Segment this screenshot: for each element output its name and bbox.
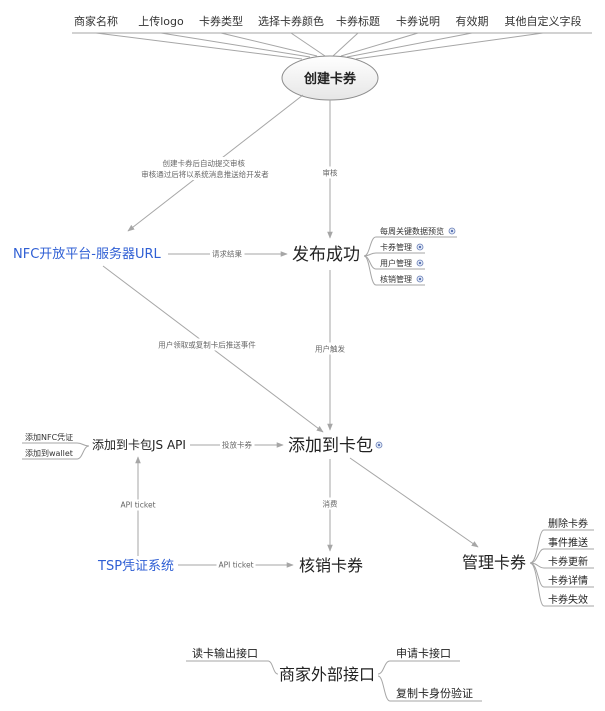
merchant-api-item-apply-card: 申请卡接口 bbox=[396, 647, 451, 660]
merchant-api-label: 商家外部接口 bbox=[279, 665, 375, 684]
nfc-server-url-node: NFC开放平台-服务器URL bbox=[13, 246, 162, 262]
edge-label-background bbox=[320, 497, 340, 510]
branch-marker-dot bbox=[418, 245, 422, 249]
js-api-branch-0 bbox=[76, 442, 90, 447]
publish-item-user-management: 用户管理 bbox=[380, 258, 412, 268]
manage-item-invalidate: 卡券失效 bbox=[548, 593, 588, 606]
edge-label-background bbox=[313, 342, 348, 355]
js-api-node-group: 添加到卡包JS API 添加NFC凭证 添加到wallet bbox=[22, 432, 186, 460]
field-card-type: 卡券类型 bbox=[199, 14, 243, 28]
field-card-color: 选择卡券颜色 bbox=[258, 14, 324, 28]
edge-label-background bbox=[216, 559, 256, 571]
manage-branch-3 bbox=[529, 562, 545, 588]
edge-label-background bbox=[320, 166, 340, 179]
connector-field-7 bbox=[355, 32, 544, 60]
field-card-description: 卡券说明 bbox=[396, 14, 440, 28]
edge-label-push-event: 用户领取或复制卡后推送事件 bbox=[158, 340, 256, 350]
manage-branch-1 bbox=[529, 548, 545, 564]
manage-card-label: 管理卡券 bbox=[462, 553, 526, 572]
field-validity: 有效期 bbox=[456, 14, 489, 28]
publish-item-weekly-data: 每周关键数据预览 bbox=[380, 226, 444, 236]
edge-label-create-to-nfc-line1: 创建卡券后自动提交审核 bbox=[163, 158, 246, 168]
connector-field-4 bbox=[332, 32, 359, 57]
edge-label-user-trigger: 用户触发 bbox=[315, 344, 345, 354]
merchant-api-item-read-card: 读卡输出接口 bbox=[192, 646, 258, 660]
edge-add-to-manage bbox=[349, 457, 479, 548]
manage-branch-4 bbox=[529, 562, 545, 607]
publish-branch-3 bbox=[363, 255, 377, 286]
edge-label-create-to-nfc: 创建卡券后自动提交审核 审核通过后将以系统消息推送给开发者 bbox=[141, 158, 269, 179]
manage-item-details: 卡券详情 bbox=[548, 574, 588, 587]
edge-label-request-result: 请求结果 bbox=[212, 249, 242, 259]
edge-label-background bbox=[210, 247, 245, 260]
manage-branch-0 bbox=[529, 529, 545, 564]
add-to-wallet-node-group: 添加到卡包 bbox=[288, 436, 383, 456]
top-fields-group: 商家名称 上传logo 卡券类型 选择卡券颜色 卡券标题 卡券说明 有效期 其他… bbox=[72, 14, 592, 60]
field-merchant-name: 商家名称 bbox=[74, 14, 118, 28]
edge-label-api-ticket-2: API ticket bbox=[218, 561, 253, 570]
publish-node-group: 发布成功 每周关键数据预览 卡券管理 用户管理 核销管理 bbox=[292, 226, 457, 286]
publish-item-card-management: 卡券管理 bbox=[380, 242, 412, 252]
merchant-api-branch-2 bbox=[377, 675, 391, 702]
edge-label-consume: 消费 bbox=[323, 499, 338, 509]
branch-marker-dot bbox=[377, 443, 381, 447]
connector-field-5 bbox=[340, 32, 419, 57]
branch-marker-dot bbox=[418, 261, 422, 265]
connector-field-0 bbox=[95, 32, 303, 60]
add-to-wallet-label: 添加到卡包 bbox=[288, 436, 373, 456]
branch-marker-dot bbox=[450, 229, 454, 233]
manage-item-update: 卡券更新 bbox=[548, 555, 588, 568]
create-card-node: 创建卡券 bbox=[281, 55, 379, 101]
connector-field-2 bbox=[220, 32, 318, 57]
edge-label-background bbox=[156, 338, 259, 351]
publish-success-label: 发布成功 bbox=[292, 245, 360, 265]
connector-field-6 bbox=[346, 32, 473, 58]
edge-label-background bbox=[220, 438, 255, 451]
field-card-title: 卡券标题 bbox=[336, 14, 380, 28]
branch-marker-icon bbox=[416, 259, 424, 267]
edges-group: 创建卡券后自动提交审核 审核通过后将以系统消息推送给开发者 审核 请求结果 用户… bbox=[102, 94, 479, 571]
edge-label-background bbox=[118, 499, 158, 511]
edge-label-api-ticket-1: API ticket bbox=[120, 501, 155, 510]
edge-label-background bbox=[139, 157, 272, 180]
js-api-item-add-wallet: 添加到wallet bbox=[25, 448, 73, 458]
redeem-card-node: 核销卡券 bbox=[299, 556, 363, 575]
publish-item-redeem-management: 核销管理 bbox=[380, 274, 412, 284]
branch-marker-icon bbox=[375, 441, 383, 449]
field-upload-logo: 上传logo bbox=[138, 15, 184, 28]
connector-field-1 bbox=[160, 32, 311, 58]
manage-item-event-push: 事件推送 bbox=[548, 536, 588, 549]
js-api-branch-1 bbox=[76, 445, 90, 460]
connector-field-3 bbox=[290, 32, 326, 57]
branch-marker-dot bbox=[418, 277, 422, 281]
js-api-label: 添加到卡包JS API bbox=[92, 438, 186, 452]
edge-label-create-to-nfc-line2: 审核通过后将以系统消息推送给开发者 bbox=[141, 169, 269, 179]
edge-label-review: 审核 bbox=[323, 168, 338, 178]
js-api-item-add-nfc: 添加NFC凭证 bbox=[25, 432, 73, 442]
edge-label-distribute: 投放卡券 bbox=[222, 440, 252, 450]
merchant-api-item-copy-verify: 复制卡身份验证 bbox=[396, 686, 473, 700]
create-card-label: 创建卡券 bbox=[303, 71, 357, 87]
merchant-api-group: 商家外部接口 读卡输出接口 申请卡接口 复制卡身份验证 bbox=[186, 646, 482, 702]
merchant-api-branch-0 bbox=[267, 660, 279, 675]
branch-marker-icon bbox=[416, 243, 424, 251]
merchant-api-branch-1 bbox=[377, 660, 391, 675]
manage-item-delete: 删除卡券 bbox=[548, 517, 588, 530]
manage-card-node-group: 管理卡券 删除卡券 事件推送 卡券更新 卡券详情 卡券失效 bbox=[462, 517, 594, 607]
tsp-system-node: TSP凭证系统 bbox=[97, 559, 174, 574]
branch-marker-icon bbox=[416, 275, 424, 283]
field-custom: 其他自定义字段 bbox=[505, 14, 582, 28]
branch-marker-icon bbox=[448, 227, 456, 235]
